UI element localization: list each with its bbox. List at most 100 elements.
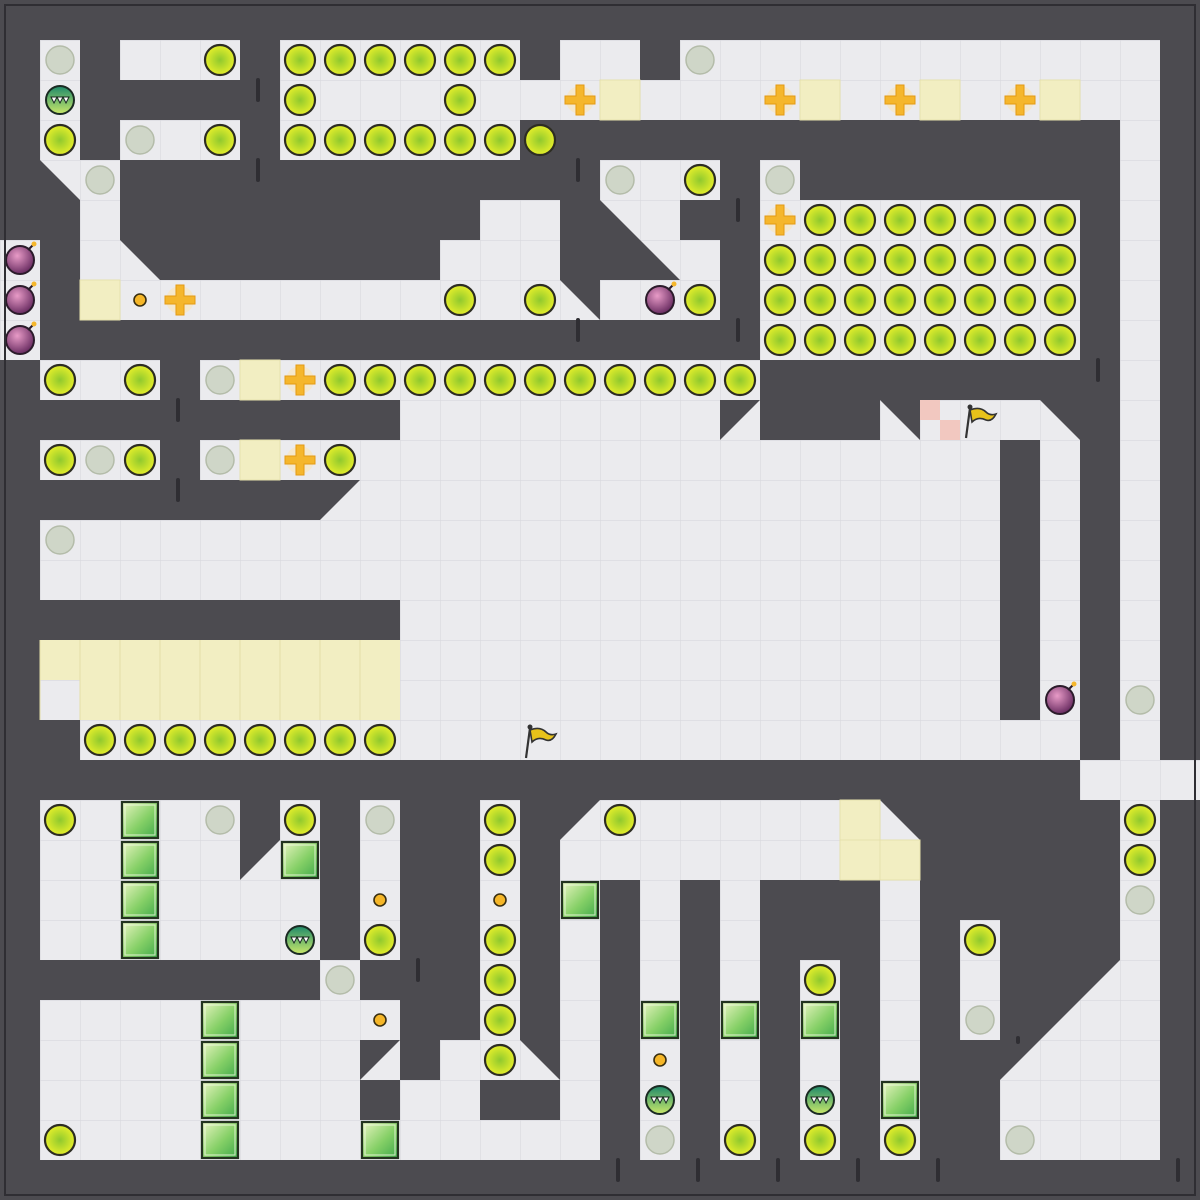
yellow-pellet-icon (483, 123, 517, 157)
floor-tile-block (520, 80, 560, 120)
small-coin-icon (133, 293, 147, 307)
yellow-pellet-icon (363, 923, 397, 957)
small-coin-icon (493, 893, 507, 907)
yellow-pellet-icon (1003, 243, 1037, 277)
yellow-pellet-icon (1043, 203, 1077, 237)
bomb-icon (5, 281, 37, 315)
green-crate-icon (120, 920, 160, 960)
sand-tile (919, 79, 961, 121)
yellow-pellet-icon (1043, 243, 1077, 277)
yellow-pellet-icon (763, 323, 797, 357)
yellow-pellet-icon (923, 243, 957, 277)
cross-booster-icon (564, 84, 596, 116)
yellow-pellet-icon (283, 43, 317, 77)
sand-tile (839, 839, 881, 881)
yellow-pellet-icon (603, 803, 637, 837)
cross-booster-icon (764, 84, 796, 116)
collected-spot-icon (205, 445, 235, 475)
floor-tile-block (280, 40, 520, 160)
yellow-pellet-icon (563, 363, 597, 397)
cross-booster-icon (284, 364, 316, 396)
floor-ramp (880, 800, 920, 840)
yellow-pellet-icon (203, 723, 237, 757)
yellow-pellet-icon (1123, 843, 1157, 877)
yellow-pellet-icon (683, 283, 717, 317)
floor-ramp (440, 200, 520, 280)
yellow-pellet-icon (683, 163, 717, 197)
floor-tile-block (600, 800, 880, 880)
cross-booster-icon (284, 444, 316, 476)
yellow-pellet-icon (43, 123, 77, 157)
green-crate-icon (880, 1080, 920, 1120)
yellow-pellet-icon (803, 323, 837, 357)
small-coin-icon (373, 893, 387, 907)
yellow-pellet-icon (283, 83, 317, 117)
bomb-icon (5, 241, 37, 275)
yellow-pellet-icon (683, 363, 717, 397)
yellow-pellet-icon (323, 723, 357, 757)
floor-tile-block (360, 440, 1000, 520)
yellow-pellet-icon (523, 283, 557, 317)
floor-tile-block (640, 80, 680, 120)
yellow-pellet-icon (1003, 283, 1037, 317)
yellow-pellet-icon (1123, 803, 1157, 837)
collected-spot-icon (325, 965, 355, 995)
green-crate-icon (120, 880, 160, 920)
floor-tile-block (1120, 40, 1160, 780)
yellow-pellet-icon (283, 723, 317, 757)
floor-ramp (880, 400, 920, 440)
floor-tile-block (1040, 440, 1080, 720)
floor-ramp (720, 400, 760, 440)
floor-ramp (560, 280, 600, 320)
yellow-pellet-icon (443, 123, 477, 157)
yellow-pellet-icon (43, 803, 77, 837)
yellow-pellet-icon (883, 1123, 917, 1157)
yellow-pellet-icon (483, 843, 517, 877)
yellow-pellet-icon (323, 443, 357, 477)
sand-tile (599, 79, 641, 121)
bomb-icon (645, 281, 677, 315)
yellow-pellet-icon (43, 1123, 77, 1157)
cross-booster-icon (884, 84, 916, 116)
yellow-pellet-icon (723, 1123, 757, 1157)
yellow-pellet-icon (443, 83, 477, 117)
yellow-pellet-icon (843, 283, 877, 317)
sand-tile (839, 799, 881, 841)
chomper-enemy-icon (45, 85, 75, 115)
cross-booster-icon (764, 204, 796, 236)
yellow-pellet-icon (1003, 323, 1037, 357)
yellow-pellet-icon (843, 243, 877, 277)
yellow-pellet-icon (763, 283, 797, 317)
floor-tint-layer (39, 79, 1081, 881)
sand-tile (239, 359, 281, 401)
wall-detail-layer (176, 78, 1180, 1182)
yellow-pellet-icon (963, 243, 997, 277)
floor-ramp (1000, 960, 1120, 1080)
yellow-pellet-icon (963, 323, 997, 357)
collected-spot-icon (1125, 685, 1155, 715)
collected-spot-icon (85, 445, 115, 475)
yellow-pellet-icon (203, 43, 237, 77)
yellow-pellet-icon (443, 363, 477, 397)
collected-spot-icon (1005, 1125, 1035, 1155)
floor-tile-block (560, 880, 600, 1160)
collected-spot-icon (45, 525, 75, 555)
collected-spot-icon (1125, 885, 1155, 915)
floor-tile-block (400, 1080, 480, 1120)
floor-ramp (40, 160, 80, 200)
yellow-pellet-icon (363, 123, 397, 157)
green-crate-icon (560, 880, 600, 920)
yellow-pellet-icon (123, 723, 157, 757)
yellow-pellet-icon (723, 363, 757, 397)
floor-tile-block (1080, 760, 1200, 800)
yellow-pellet-icon (403, 43, 437, 77)
green-crate-icon (720, 1000, 760, 1040)
yellow-pellet-icon (443, 283, 477, 317)
floor-tile-block (360, 1120, 600, 1160)
yellow-pellet-icon (1003, 203, 1037, 237)
chomper-enemy-icon (645, 1085, 675, 1115)
yellow-pellet-icon (283, 123, 317, 157)
floor-ramp (600, 200, 680, 280)
